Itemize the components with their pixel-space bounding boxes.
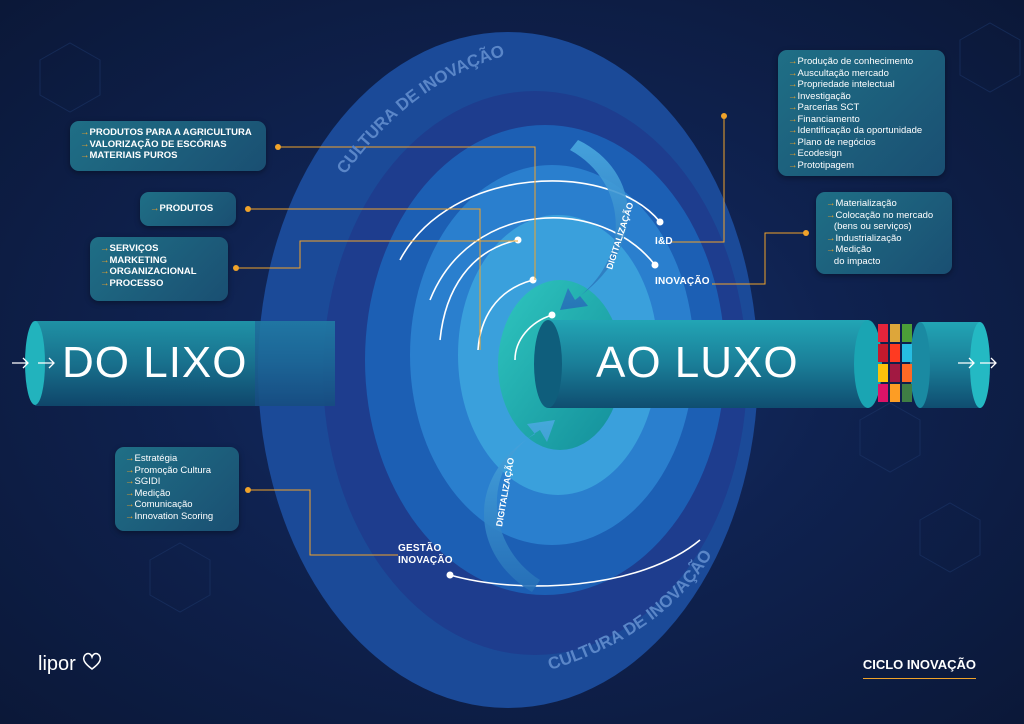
list-item: Auscultação mercado [788, 68, 935, 80]
box-agriculture: PRODUTOS PARA A AGRICULTURAVALORIZAÇÃO D… [70, 121, 266, 171]
connector-dots [233, 113, 809, 493]
footer-title: CICLO INOVAÇÃO [862, 657, 976, 679]
list-item: do impacto [831, 255, 881, 267]
list-item: Propriedade intelectual [788, 79, 935, 91]
flow-arrows-left [12, 357, 55, 369]
list-item: Materialização [826, 198, 942, 210]
list-item: Parcerias SCT [788, 102, 935, 114]
list-item: Innovation Scoring [125, 511, 229, 523]
box-servicos-list: SERVIÇOSMARKETINGORGANIZACIONALPROCESSO [100, 243, 218, 289]
list-item: Financiamento [788, 114, 935, 126]
box-produtos-list: PRODUTOS [150, 203, 226, 215]
label-gestao-1: GESTÃO [398, 543, 442, 554]
list-item: Industrialização [826, 233, 942, 245]
list-item: Medição [125, 488, 229, 500]
list-item: MATERIAIS PUROS [80, 150, 256, 162]
list-item: Plano de negócios [788, 137, 935, 149]
label-inovacao: INOVAÇÃO [655, 276, 710, 287]
logo-text: lipor [38, 653, 76, 675]
box-inovacao-list: MaterializaçãoColocação no mercado (bens… [826, 198, 942, 267]
right-tube [534, 320, 990, 408]
arc-endpoints [446, 218, 664, 579]
list-item: Investigação [788, 91, 935, 103]
list-item: (bens ou serviços) [831, 221, 912, 232]
digitalization-arrow-bottom [483, 420, 555, 592]
list-item: Comunicação [125, 499, 229, 511]
list-item: ORGANIZACIONAL [100, 266, 218, 278]
list-item: Identificação da oportunidade [788, 125, 935, 137]
list-item: Estratégia [125, 453, 229, 465]
list-item: Colocação no mercado [826, 210, 942, 222]
list-item: PRODUTOS [150, 203, 226, 215]
list-item: Ecodesign [788, 148, 935, 160]
hexagon-pattern [39, 22, 1021, 613]
box-gestao: EstratégiaPromoção CulturaSGIDIMediçãoCo… [115, 447, 239, 531]
cycle-arcs [399, 180, 701, 587]
flow-arrows-right [958, 357, 997, 369]
sdg-wheel-icon [878, 324, 912, 402]
list-item: PROCESSO [100, 278, 218, 290]
left-word: DO LIXO [62, 338, 248, 387]
box-servicos: SERVIÇOSMARKETINGORGANIZACIONALPROCESSO [90, 237, 228, 301]
label-id: I&D [655, 236, 673, 247]
box-produtos: PRODUTOS [140, 192, 236, 226]
digitalization-arrow-top [560, 140, 628, 310]
lipor-logo: lipor [38, 650, 103, 676]
box-id-list: Produção de conhecimentoAuscultação merc… [788, 56, 935, 171]
label-gestao-2: INOVAÇÃO [398, 555, 453, 566]
left-tube [25, 321, 335, 406]
right-word: AO LUXO [596, 338, 799, 387]
list-item: MARKETING [100, 255, 218, 267]
box-agriculture-list: PRODUTOS PARA A AGRICULTURAVALORIZAÇÃO D… [80, 127, 256, 162]
heart-icon [83, 652, 102, 670]
list-item: Prototipagem [788, 160, 935, 172]
box-gestao-list: EstratégiaPromoção CulturaSGIDIMediçãoCo… [125, 453, 229, 522]
list-item: SGIDI [125, 476, 229, 488]
list-item: Promoção Cultura [125, 465, 229, 477]
list-item: Medição [826, 244, 942, 256]
list-item: SERVIÇOS [100, 243, 218, 255]
list-item: PRODUTOS PARA A AGRICULTURA [80, 127, 256, 139]
connector-lines [236, 116, 806, 556]
box-inovacao: MaterializaçãoColocação no mercado (bens… [816, 192, 952, 274]
box-id: Produção de conhecimentoAuscultação merc… [778, 50, 945, 176]
list-item: VALORIZAÇÃO DE ESCÓRIAS [80, 139, 256, 151]
list-item: Produção de conhecimento [788, 56, 935, 68]
